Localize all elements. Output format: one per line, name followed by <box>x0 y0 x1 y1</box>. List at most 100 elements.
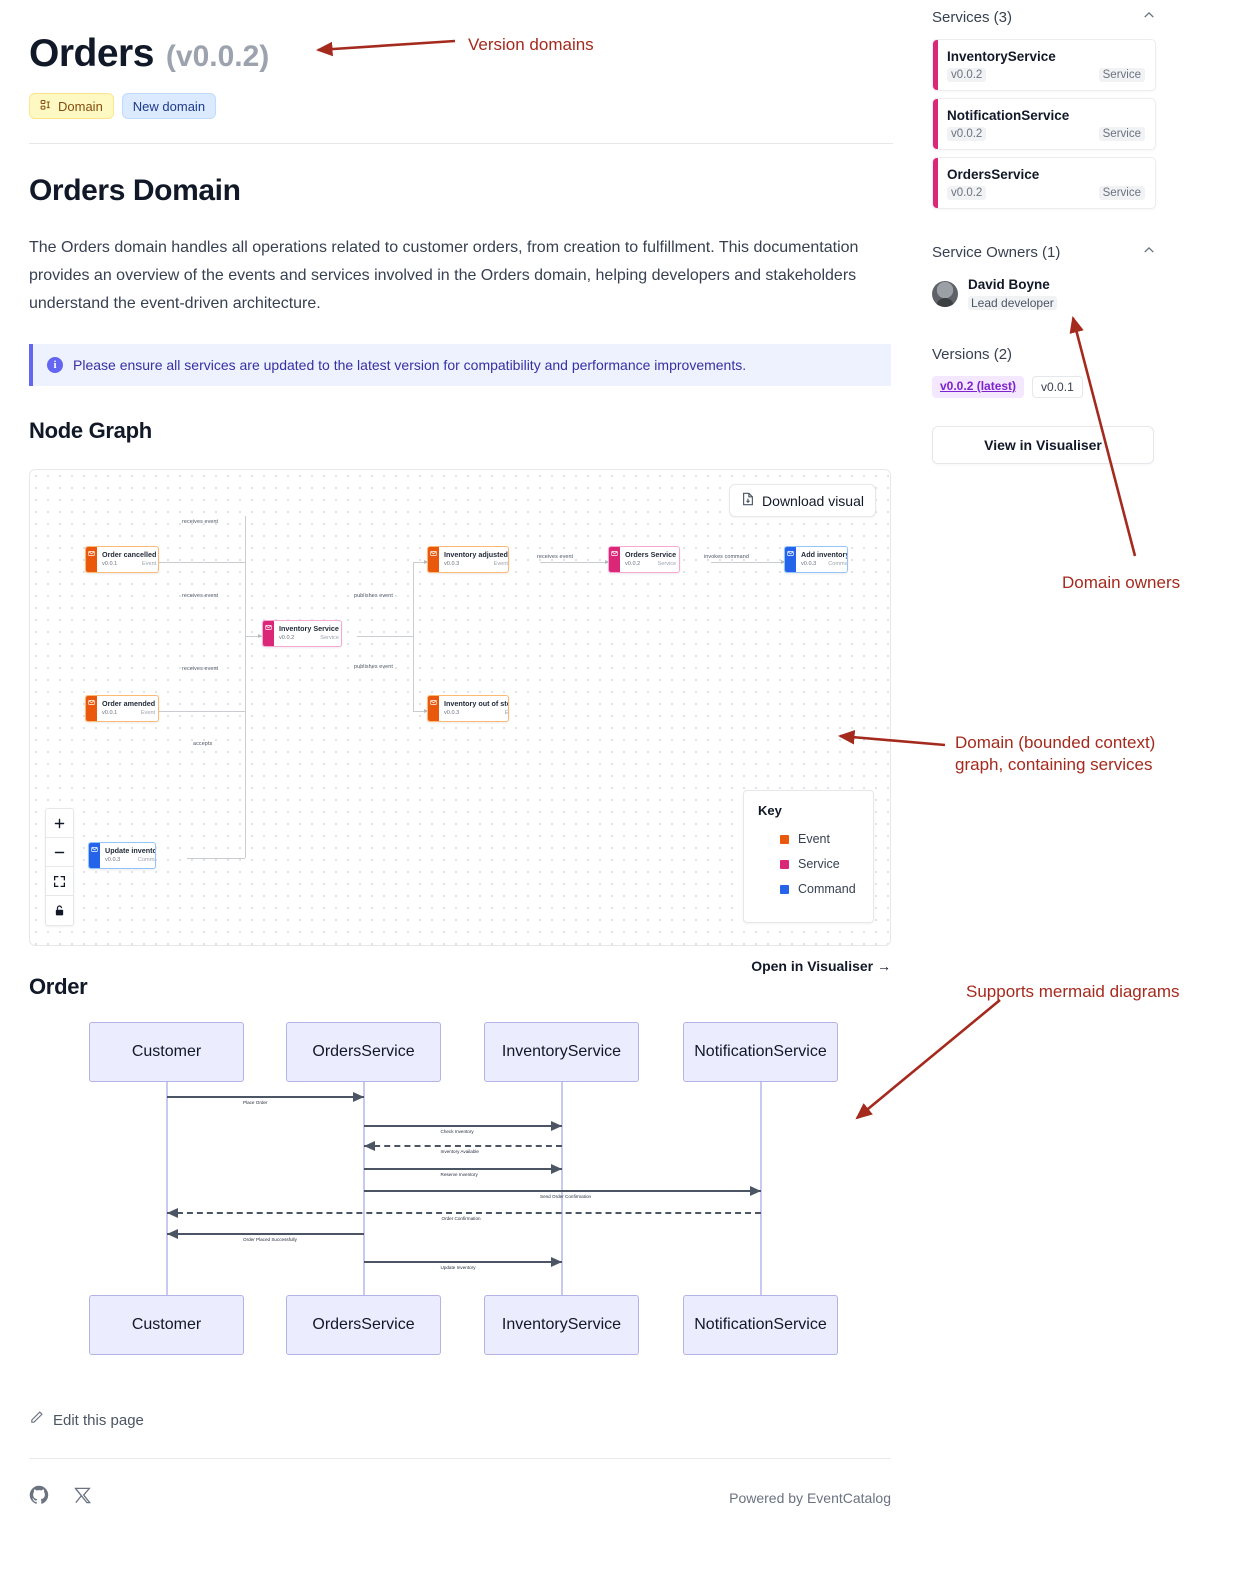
edge <box>711 562 785 563</box>
key-swatch <box>780 834 789 844</box>
graph-key-title: Key <box>758 803 782 818</box>
mermaid-message-line <box>166 1233 364 1235</box>
node-type-icon <box>609 547 620 572</box>
page-footer: Powered by EventCatalog <box>29 1485 891 1510</box>
info-callout: i Please ensure all services are updated… <box>29 344 891 386</box>
key-label: Event <box>798 832 830 846</box>
x-twitter-icon[interactable] <box>73 1486 92 1510</box>
service-name: NotificationService <box>947 108 1070 123</box>
mermaid-participant-bottom: Customer <box>89 1295 244 1355</box>
footer-divider <box>29 1458 891 1459</box>
github-icon[interactable] <box>29 1485 49 1510</box>
graph-zoom-controls[interactable] <box>45 808 74 926</box>
view-in-visualiser-button[interactable]: View in Visualiser <box>932 426 1154 464</box>
services-title: Services (3) <box>932 9 1013 26</box>
info-icon: i <box>47 357 63 373</box>
mermaid-message-arrow <box>550 1164 562 1174</box>
edge <box>413 636 414 711</box>
graph-node-type: Event <box>493 561 508 567</box>
edge <box>245 636 246 711</box>
page-title: Orders <box>29 32 154 75</box>
version-chip[interactable]: v0.0.1 <box>1032 376 1083 398</box>
footer-social-links <box>29 1485 92 1510</box>
version-chip[interactable]: v0.0.2 (latest) <box>932 376 1025 398</box>
mermaid-participant-top: Customer <box>89 1022 244 1082</box>
domain-icon <box>40 99 52 113</box>
edge <box>413 711 428 712</box>
badge-domain[interactable]: Domain <box>29 93 114 119</box>
mermaid-participant-top: OrdersService <box>286 1022 441 1082</box>
graph-node-name: Orders Service <box>625 550 677 559</box>
download-visual-label: Download visual <box>762 492 864 509</box>
mermaid-participant-top: InventoryService <box>484 1022 639 1082</box>
graph-node-name: Order amended <box>102 699 156 708</box>
graph-node-name: Inventory out of stock <box>444 699 508 708</box>
edge <box>159 562 245 563</box>
owners-section: Service Owners (1) David Boyne Lead deve… <box>932 243 1156 312</box>
key-label: Command <box>798 882 856 896</box>
edge <box>187 858 245 859</box>
node-graph-heading: Node Graph <box>29 418 152 443</box>
node-type-icon <box>86 696 97 721</box>
owners-title: Service Owners (1) <box>932 244 1061 261</box>
graph-node-version: v0.0.1 <box>102 710 118 716</box>
owner-role: Lead developer <box>968 296 1057 310</box>
owner-name: David Boyne <box>968 277 1050 292</box>
header-divider <box>29 143 893 144</box>
mermaid-participant-bottom: OrdersService <box>286 1295 441 1355</box>
node-type-icon <box>428 547 439 572</box>
mermaid-message-arrow <box>166 1229 178 1239</box>
arrowhead <box>424 708 428 713</box>
graph-node-version: v0.0.1 <box>102 561 118 567</box>
mermaid-message-line <box>166 1096 364 1098</box>
annotation-label: Supports mermaid diagrams <box>966 982 1180 1001</box>
mermaid-message-label: Order Confirmation <box>441 1216 481 1221</box>
node-graph-section: Node Graph Download visual <box>29 418 893 974</box>
edit-page-label: Edit this page <box>53 1411 144 1429</box>
edge <box>245 711 246 858</box>
chevron-up-icon[interactable] <box>1142 243 1156 262</box>
lock-icon[interactable] <box>46 896 73 925</box>
edge <box>357 636 413 637</box>
key-swatch <box>780 859 789 869</box>
annotation-label: Domain (bounded context) graph, containi… <box>955 733 1156 774</box>
mermaid-message-label: Order Placed Successfully <box>243 1237 297 1242</box>
versions-title: Versions (2) <box>932 346 1013 363</box>
chevron-up-icon[interactable] <box>1142 8 1156 27</box>
page-title-version: (v0.0.2) <box>165 40 270 73</box>
graph-node-type: Service <box>320 635 339 641</box>
owners-section-header[interactable]: Service Owners (1) <box>932 243 1156 262</box>
graph-node-type: Command <box>137 857 155 863</box>
fit-view-icon[interactable] <box>46 867 73 896</box>
edit-page-row[interactable]: Edit this page <box>29 1410 893 1430</box>
open-in-visualiser-link[interactable]: Open in Visualiser → <box>751 958 891 974</box>
graph-edge-label: publishes event <box>354 664 393 670</box>
node-graph-canvas[interactable]: Download visual <box>29 469 891 946</box>
graph-node-name: Inventory adjusted <box>444 550 508 559</box>
zoom-out-icon[interactable] <box>46 838 73 867</box>
versions-list: v0.0.2 (latest) v0.0.1 <box>932 376 1156 398</box>
badge-new-domain[interactable]: New domain <box>121 93 217 119</box>
node-type-icon <box>785 547 796 572</box>
download-visual-button[interactable]: Download visual <box>729 484 876 517</box>
info-callout-text: Please ensure all services are updated t… <box>73 357 747 373</box>
owner-item[interactable]: David Boyne Lead developer <box>932 276 1156 312</box>
graph-edge-label: invokes command <box>704 554 749 560</box>
zoom-in-icon[interactable] <box>46 809 73 838</box>
services-section-header[interactable]: Services (3) <box>932 8 1156 27</box>
section-heading: Orders Domain <box>29 174 241 207</box>
node-type-icon <box>86 547 97 572</box>
